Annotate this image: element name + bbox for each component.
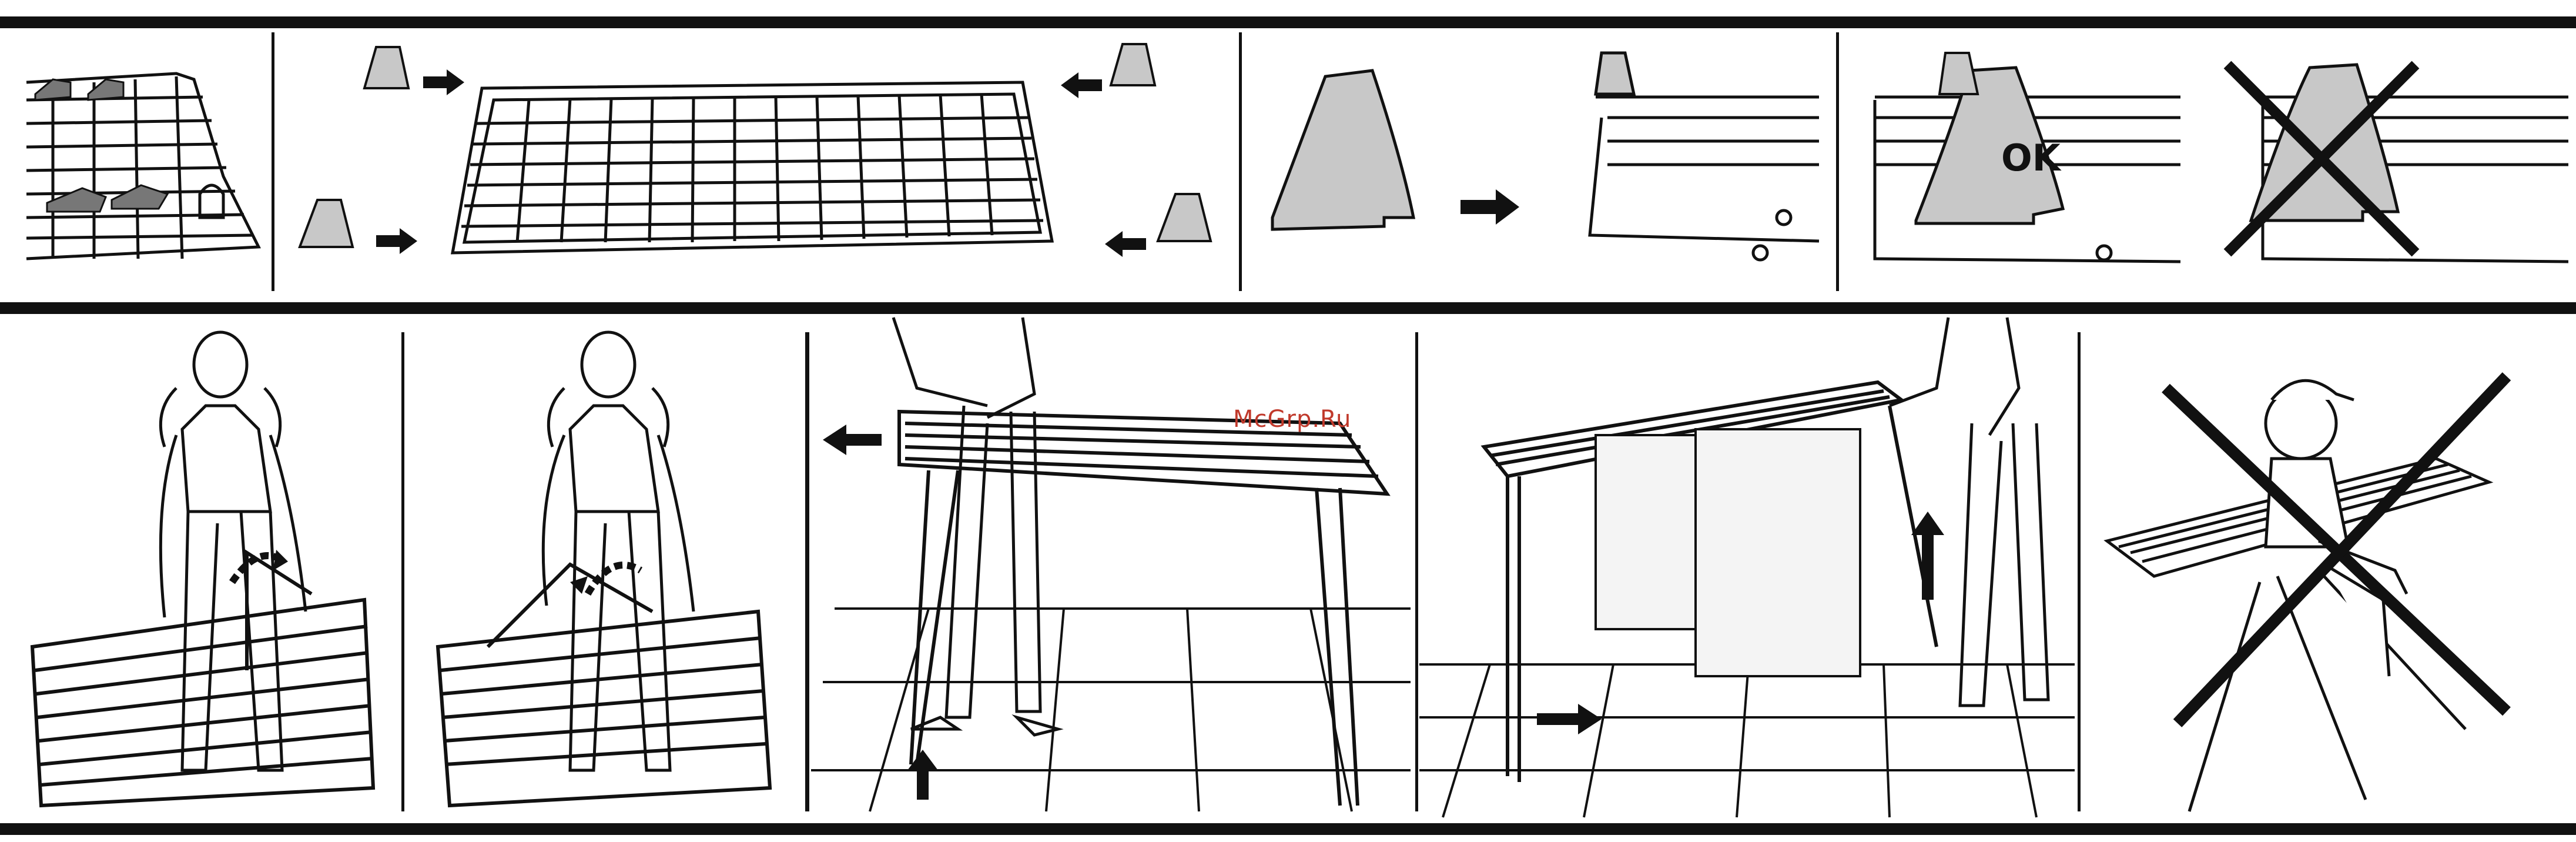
dryer-frame [438,564,770,806]
corner-cap [364,47,408,88]
panel-9 [1419,318,2075,817]
panel-7 [406,318,805,817]
panel-2 [276,0,1237,300]
dryer-frame [32,553,373,806]
arrow-right-icon [1537,704,1602,734]
arrow-up-icon [1911,512,1944,600]
corner-cap [1596,53,1634,94]
middle-rule [0,302,2576,314]
bottom-rule [0,823,2576,835]
separator [1836,32,1839,291]
panel-5 [2169,0,2574,300]
panel-3 [1243,0,1834,300]
corner-cap [1939,53,1978,94]
corner-cap [300,200,353,247]
child-figure [2266,380,2407,676]
arrow-left-icon [1105,231,1146,257]
panel-6 [0,318,400,817]
arrow-right-icon [423,69,464,95]
floor-tiles [811,609,1411,811]
separator [2078,332,2081,811]
arrow-right-icon [376,228,417,254]
clip-shape [112,185,168,209]
panel-1 [0,0,270,300]
corner-cap [1272,71,1413,229]
hanging-towel [1596,429,1860,676]
watermark: McGrp.Ru [1233,406,1351,433]
corner-cap [1111,44,1155,85]
panel-8 [811,318,1413,817]
frame-grid [453,82,1052,253]
ok-label: OK [2001,136,2061,179]
panel-10 [2083,318,2576,817]
separator [401,332,404,811]
arrow-left-icon [823,425,882,455]
woman-figure [1890,318,2048,706]
separator [272,32,274,291]
arrow-left-icon [1061,72,1102,98]
separator [1415,332,1418,811]
woman-figure [160,332,306,770]
separator [1239,32,1242,291]
corner-cap [1158,194,1211,241]
separator [805,332,809,811]
arrow-right-icon [1460,189,1519,225]
